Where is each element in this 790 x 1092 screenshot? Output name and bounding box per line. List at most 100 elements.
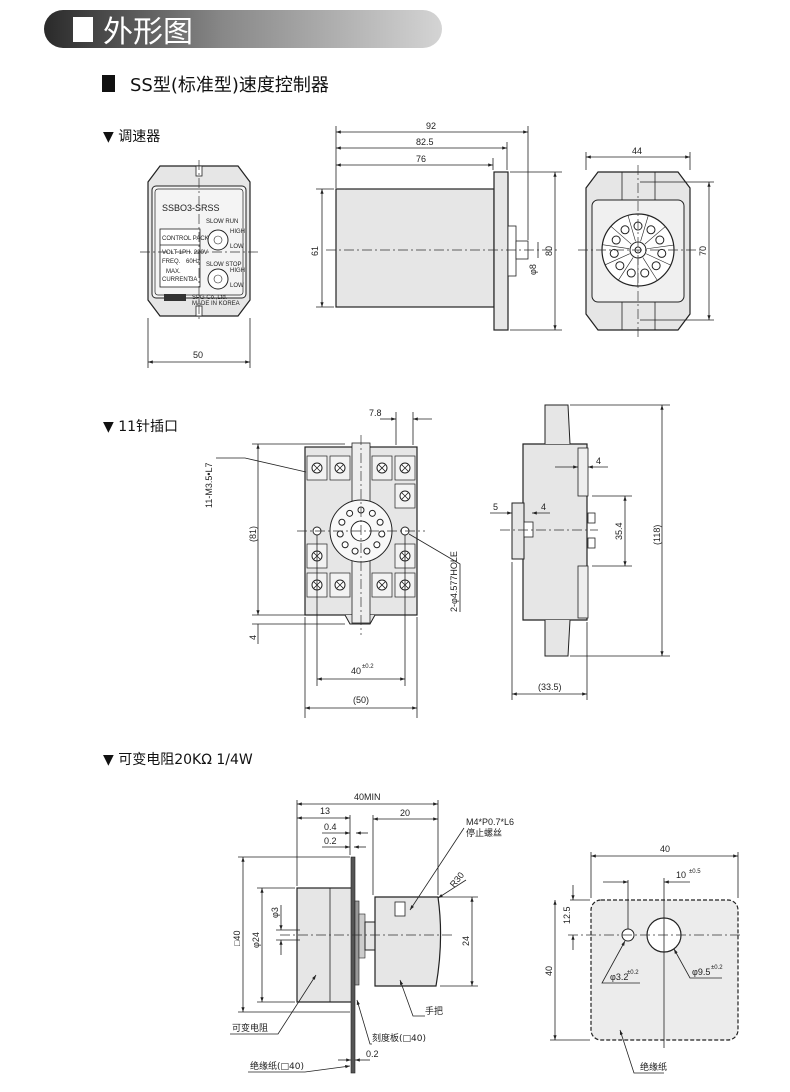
- pin-icon: [611, 235, 621, 245]
- dim-40-tolerance: ±0.2: [362, 664, 374, 670]
- dim-sq40: □40: [232, 931, 242, 946]
- controller-rear-view: 44 70: [578, 146, 714, 340]
- screw-spec: M4*P0.7*L6: [466, 817, 514, 827]
- pin-icon: [651, 261, 661, 271]
- pin-icon: [646, 225, 656, 235]
- subsection-resistor: ▼ 可变电阻20KΩ 1/4W: [103, 752, 253, 768]
- pin-icon: [657, 248, 667, 258]
- dim-118: (118): [652, 525, 662, 545]
- dim-4: 4: [248, 635, 258, 640]
- dim-20: 20: [400, 808, 410, 818]
- dim-phi3: φ3: [270, 907, 280, 918]
- socket-hole-icon: [378, 530, 386, 538]
- slow-stop-dial-icon[interactable]: [207, 268, 229, 290]
- freq-label: FREQ.: [162, 259, 181, 265]
- socket-hole-icon: [338, 518, 346, 526]
- slow-stop-label: SLOW STOP: [206, 262, 242, 268]
- header-square-icon: [73, 17, 93, 42]
- paper-phi9-5-tol: ±0.2: [711, 965, 723, 971]
- subsection-controller: ▼ 调速器: [103, 129, 160, 145]
- pin-icon: [626, 268, 636, 278]
- socket-top-view: 7.8 11-M3.5•L7 (81) 4 2-φ4.577HOLE 40 ±0…: [204, 408, 461, 718]
- insulation-paper-view: 40 10 ±0.5 12.5 40 φ3.2 ±0.2 φ9.5 ±0.2 绝…: [544, 844, 742, 1074]
- made-in-label: MADE IN KOREA: [192, 301, 240, 307]
- slow-run-dial-icon[interactable]: [207, 229, 229, 251]
- pin-icon: [640, 268, 650, 278]
- dim-7-8: 7.8: [369, 408, 382, 418]
- current-label: CURRENT: [162, 277, 192, 283]
- stop-screw-label: 停止螺丝: [466, 827, 502, 839]
- insulation-paper-label: 绝缘纸(□40): [250, 1060, 304, 1072]
- dim-50: (50): [353, 695, 369, 705]
- control-pack-label: CONTROL PACK: [162, 236, 209, 242]
- pin-icon: [609, 248, 619, 258]
- dim-82-5: 82.5: [416, 137, 434, 147]
- screw-note: 11-M3.5•L7: [204, 462, 214, 508]
- volt-label: VOLT 1PH. 220V: [162, 250, 208, 256]
- freq-value: 60Hz: [186, 259, 200, 265]
- brand-label: SPG Co.,Ltd.: [192, 295, 228, 301]
- dim-70: 70: [698, 246, 708, 256]
- high-label: HIGH: [230, 229, 245, 235]
- dim-0-4: 0.4: [324, 822, 337, 832]
- dim-side-4: 4: [596, 456, 601, 466]
- dim-4b: 4: [541, 502, 546, 512]
- current-value: 3A: [190, 277, 197, 283]
- paper-dim-40h: 40: [544, 966, 554, 976]
- socket-hole-icon: [376, 518, 384, 526]
- socket-side-view: (118) 35.4 4 5 4 (33.5): [490, 404, 670, 700]
- socket-hole-icon: [341, 541, 349, 549]
- section-title: SS型(标准型)速度控制器: [130, 75, 329, 96]
- socket-hole-icon: [363, 547, 371, 555]
- dim-phi8: φ8: [528, 264, 538, 275]
- dim-40min: 40MIN: [354, 792, 381, 802]
- subsection-socket: ▼ 11针插口: [103, 419, 178, 435]
- pin-icon: [620, 225, 630, 235]
- dim-24: 24: [461, 936, 471, 946]
- socket-hole-icon: [346, 509, 354, 517]
- low-label: LOW: [230, 283, 244, 289]
- paper-phi3-2-tol: ±0.2: [627, 970, 639, 976]
- knob-label: 手把: [425, 1005, 443, 1017]
- max-label: MAX.: [166, 269, 181, 275]
- dim-r30: R30: [448, 870, 466, 889]
- dim-81: (81): [248, 526, 258, 542]
- spg-logo: [164, 294, 186, 301]
- paper-dim-40w: 40: [660, 844, 670, 854]
- high-label: HIGH: [230, 268, 245, 274]
- section-square-icon: [102, 75, 115, 92]
- dim-13: 13: [320, 806, 330, 816]
- dim-40: 40: [351, 666, 361, 676]
- resistor-label: 可变电阻: [232, 1022, 268, 1034]
- dim-0-2: 0.2: [324, 836, 337, 846]
- socket-hole-icon: [351, 547, 359, 555]
- paper-dim-10: 10: [676, 870, 686, 880]
- header-title: 外形图: [103, 15, 193, 50]
- dim-0-2b: 0.2: [366, 1049, 379, 1059]
- pin-icon: [655, 235, 665, 245]
- resistor-side-view: 40MIN 13 20 0.4 0.2 M4*P0.7*L6 停止螺丝 R30 …: [230, 792, 514, 1074]
- dim-front-width: 50: [193, 350, 203, 360]
- pin-icon: [615, 261, 625, 271]
- controller-side-view: 92 82.5 76 61 80 φ8: [310, 121, 562, 331]
- paper-phi3-2: φ3.2: [610, 972, 628, 982]
- socket-hole-icon: [373, 541, 381, 549]
- dim-92: 92: [426, 121, 436, 131]
- controller-front-view: SSBO3-SRSS CONTROL PACK VOLT 1PH. 220V F…: [140, 160, 258, 368]
- dim-33-5: (33.5): [538, 682, 562, 692]
- socket-hole-icon: [368, 509, 376, 517]
- low-label: LOW: [230, 244, 244, 250]
- header-banner: 外形图: [44, 10, 442, 50]
- paper-dim-10-tol: ±0.5: [689, 869, 701, 875]
- paper-phi9-5: φ9.5: [692, 967, 710, 977]
- slow-run-label: SLOW RUN: [206, 219, 238, 225]
- scale-plate-label: 刻度板(□40): [372, 1032, 426, 1044]
- dim-80: 80: [544, 246, 554, 256]
- dim-76: 76: [416, 154, 426, 164]
- paper-label: 绝缘纸: [640, 1061, 667, 1073]
- dim-phi24: φ24: [251, 932, 261, 948]
- dim-44: 44: [632, 146, 642, 156]
- socket-hole-icon: [336, 530, 344, 538]
- paper-dim-12-5: 12.5: [562, 906, 572, 924]
